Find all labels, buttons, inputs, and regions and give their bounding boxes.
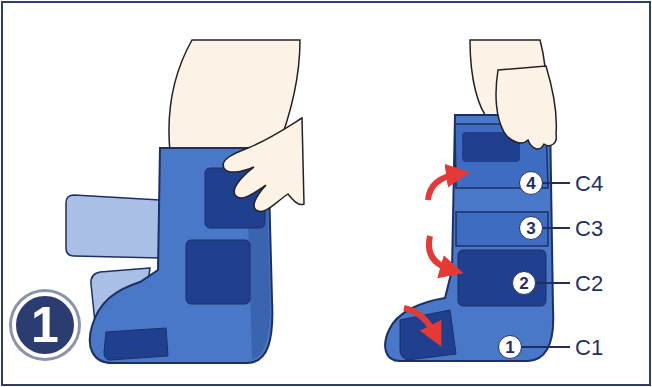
wrap-arrow: [404, 308, 436, 336]
node-text: 1: [31, 300, 59, 350]
wrap-arrow: [429, 236, 452, 270]
strap: [456, 212, 548, 246]
hand: [496, 66, 556, 149]
callout-number: 1: [498, 335, 522, 359]
part-label: C2: [575, 273, 603, 295]
part-label: C4: [575, 173, 603, 195]
hand: [223, 118, 304, 211]
strap: [458, 250, 546, 306]
node-text: 3: [526, 220, 535, 237]
callout-number: 4: [519, 171, 543, 195]
wrap-arrow: [428, 174, 458, 200]
leader-line: [522, 346, 570, 348]
node-text: 1: [505, 339, 514, 356]
leader-line: [543, 182, 570, 184]
strap: [400, 310, 456, 360]
node-text: 4: [526, 175, 535, 192]
leader-line: [543, 227, 570, 229]
strap: [186, 240, 250, 304]
callout-number: 2: [512, 271, 536, 295]
node-text: 2: [519, 275, 528, 292]
strap: [104, 328, 168, 360]
boot: [385, 115, 553, 361]
strap-flap: [66, 195, 160, 258]
leader-line: [536, 282, 570, 284]
part-label: C3: [575, 218, 603, 240]
callout-number: 3: [519, 216, 543, 240]
step-badge: 1: [12, 292, 78, 358]
part-label: C1: [575, 337, 603, 359]
